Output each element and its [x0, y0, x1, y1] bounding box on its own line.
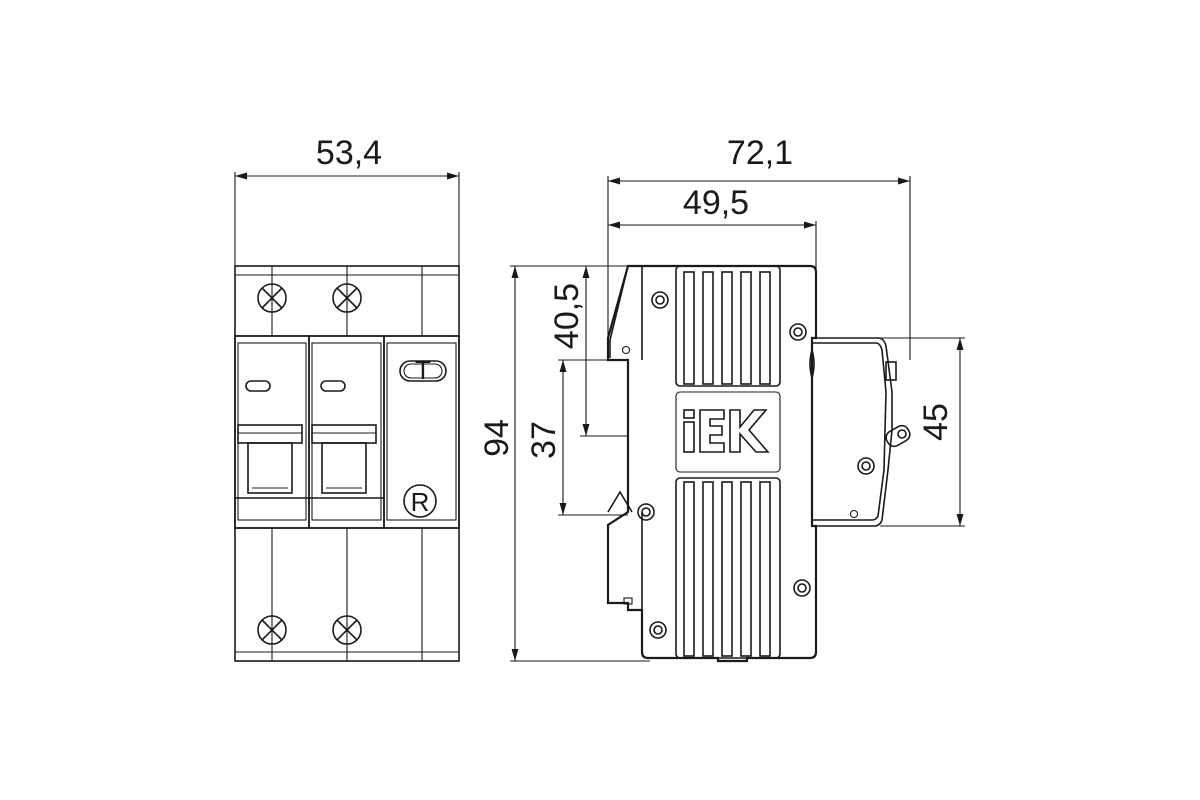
- dim-overall-depth-label: 72,1: [727, 134, 793, 172]
- terminal-screw-icon: [257, 283, 287, 313]
- dim-slot-height-label: 37: [525, 421, 563, 459]
- indicator-window-icon: [320, 380, 346, 392]
- screw-icon: [793, 579, 811, 597]
- terminal-screw-icon: [257, 615, 287, 645]
- terminal-screw-icon: [332, 615, 362, 645]
- dim-overall-depth: 72,1: [607, 134, 911, 360]
- cooling-fins-lower: [675, 477, 781, 659]
- iek-logo: [675, 391, 781, 473]
- dim-height: 94: [478, 265, 650, 662]
- dim-body-depth: 49,5: [608, 184, 817, 268]
- front-view: 53,4: [234, 134, 460, 662]
- side-view: 72,1 49,5 94 40,5: [478, 134, 965, 663]
- screw-icon: [789, 323, 807, 341]
- din-rail-clip[interactable]: [809, 337, 912, 527]
- screw-icon: [651, 291, 669, 309]
- dim-height-label: 94: [478, 419, 516, 457]
- dim-rail-width-label: 45: [917, 403, 955, 441]
- terminal-screw-icon: [332, 283, 362, 313]
- dim-front-width-label: 53,4: [316, 134, 382, 172]
- pole-module: [308, 335, 385, 529]
- toggle-lever[interactable]: [311, 424, 377, 444]
- screw-icon: [637, 503, 655, 521]
- dim-rail-width: 45: [880, 337, 965, 527]
- dim-upper-offset: 40,5: [548, 266, 628, 437]
- test-module: [383, 335, 460, 529]
- reset-mark-label: R: [411, 487, 430, 517]
- test-button-label: T: [415, 355, 431, 385]
- dim-upper-offset-label: 40,5: [548, 283, 586, 349]
- test-button[interactable]: T: [399, 355, 447, 385]
- side-body-outline: [606, 264, 818, 663]
- cooling-fins-upper: [675, 265, 781, 387]
- dim-front-width: 53,4: [234, 134, 460, 268]
- reset-mark: R: [403, 484, 437, 518]
- toggle-lever[interactable]: [237, 424, 303, 444]
- dim-slot-height: 37: [525, 359, 628, 516]
- pole-module: [234, 335, 310, 529]
- screw-icon: [649, 621, 667, 639]
- indicator-window-icon: [245, 380, 271, 392]
- dim-body-depth-label: 49,5: [683, 184, 749, 222]
